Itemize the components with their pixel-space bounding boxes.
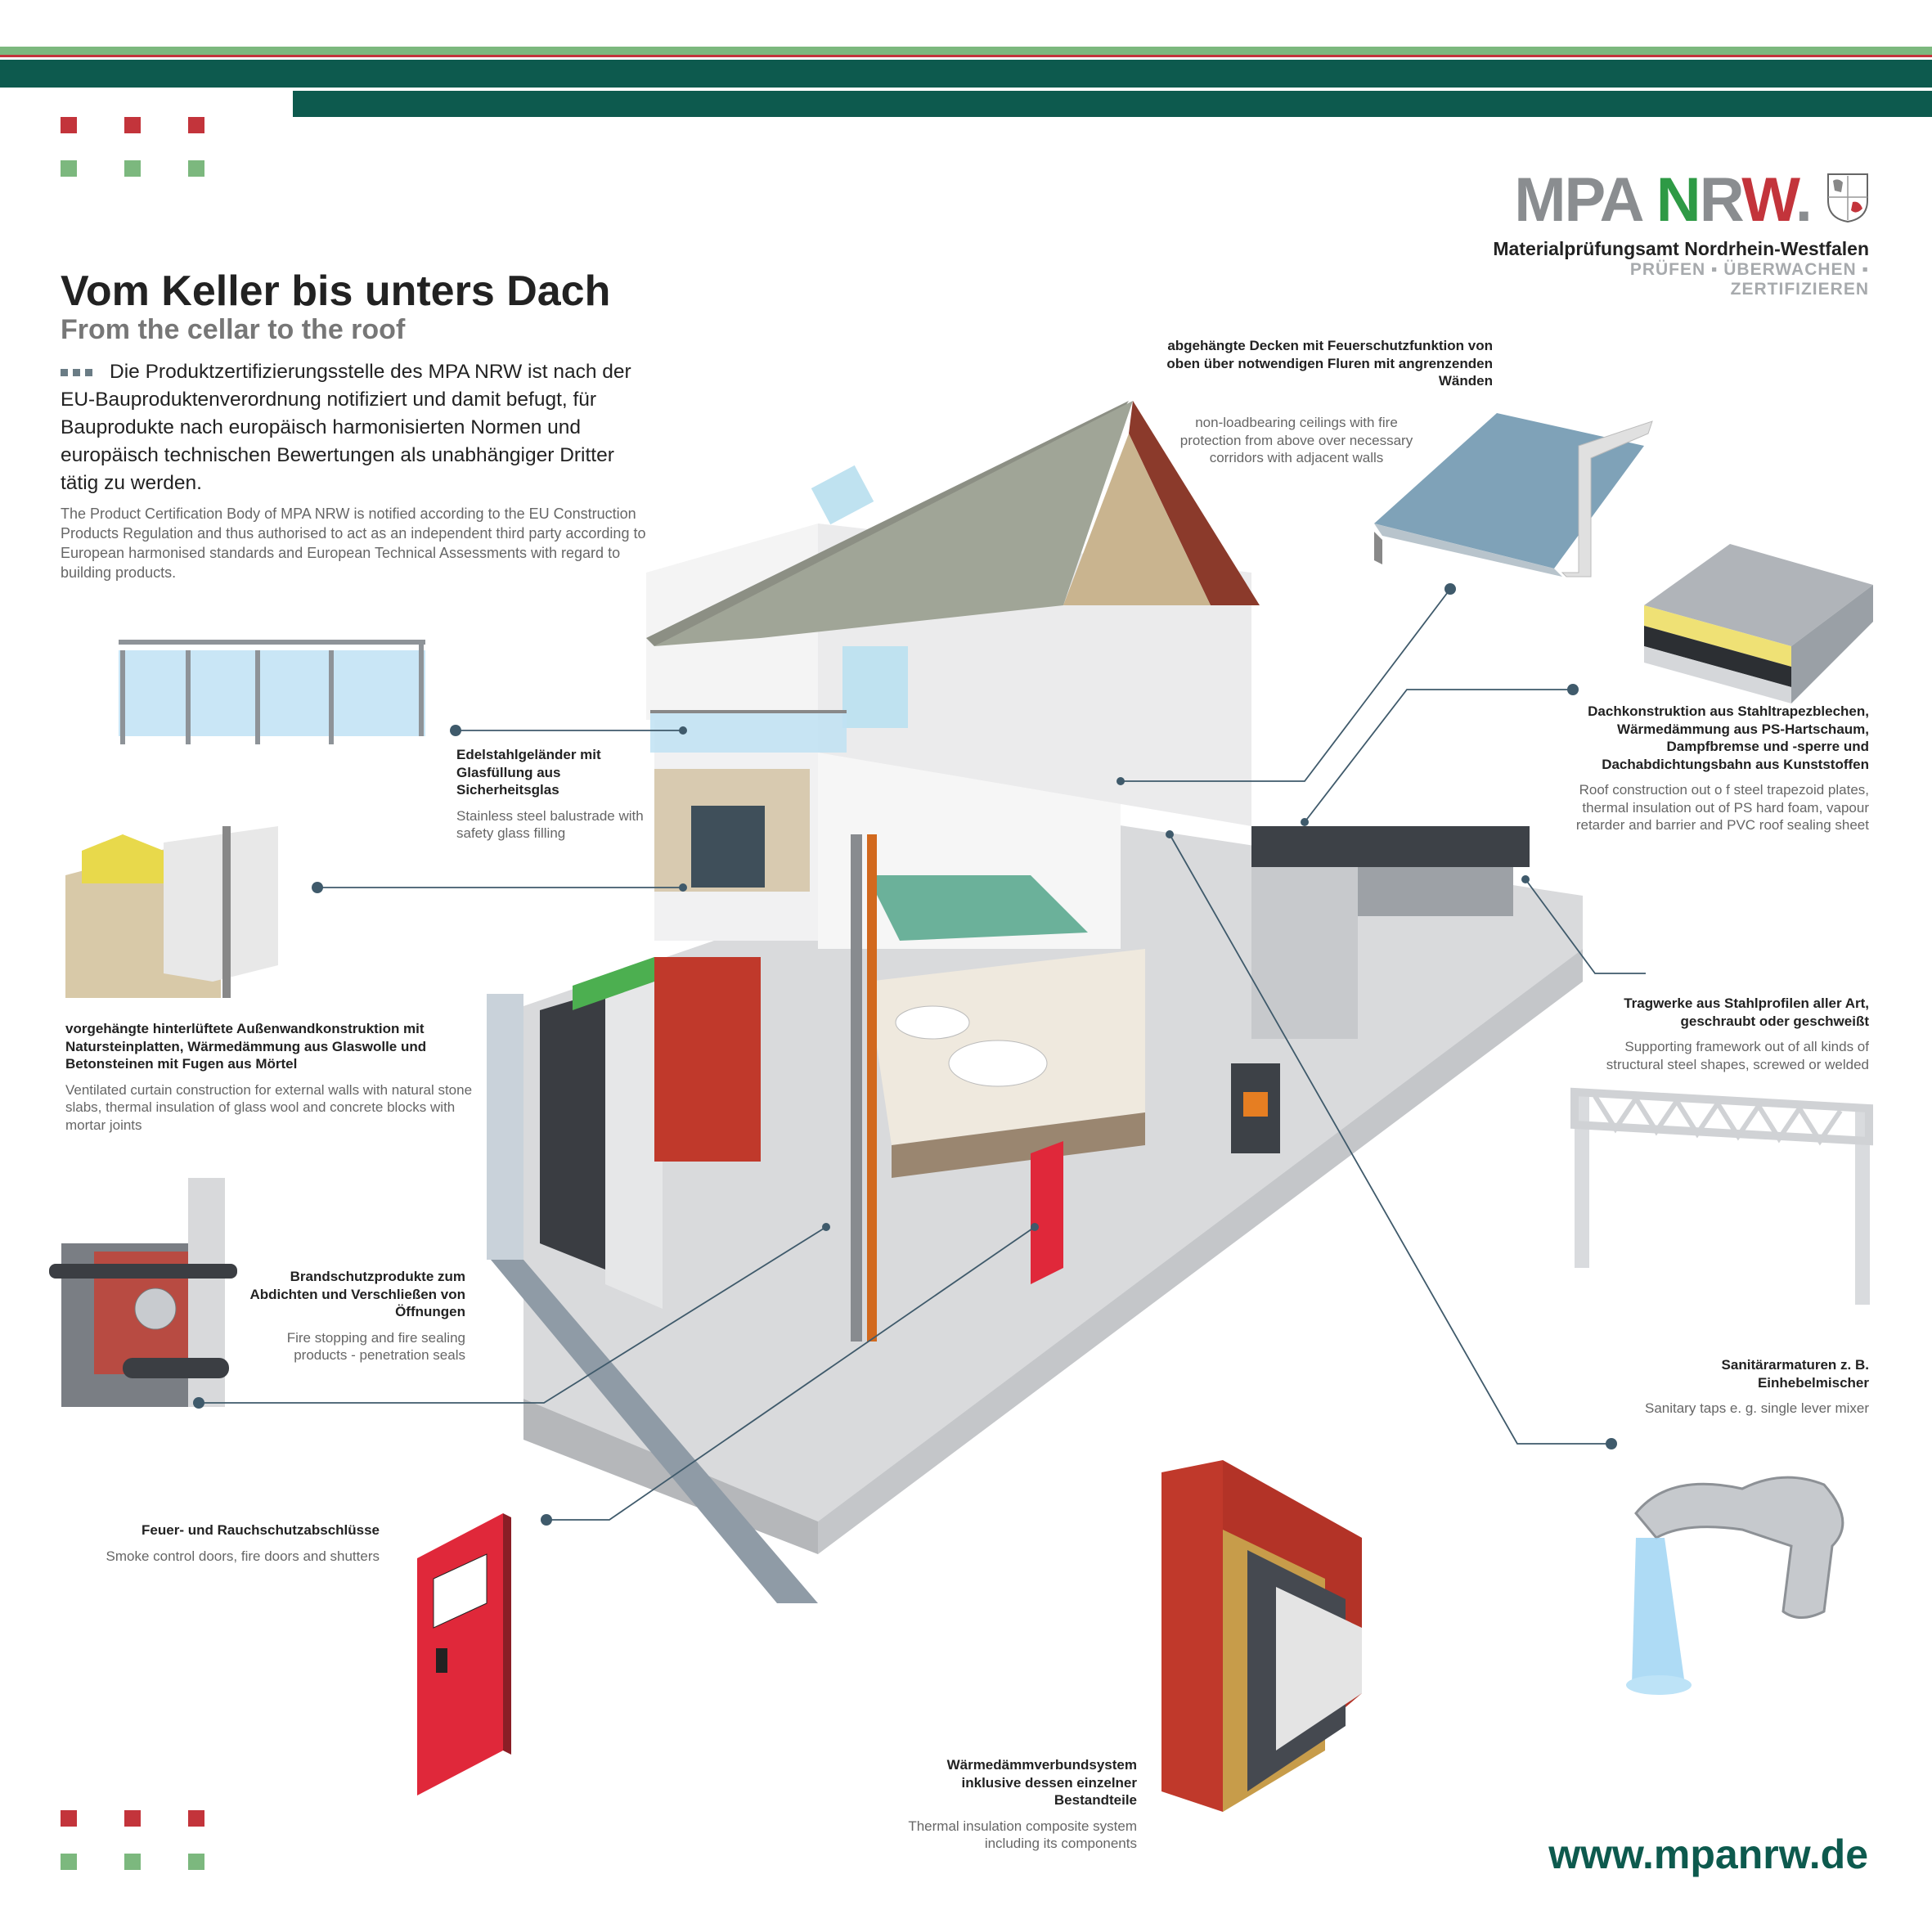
logo-wordmark: MPA NRW. bbox=[1489, 168, 1869, 233]
nrw-coat-of-arms-icon bbox=[1827, 173, 1868, 223]
top-band-green bbox=[0, 47, 1932, 55]
chimney-pipe bbox=[851, 834, 862, 1342]
upper-window bbox=[842, 646, 908, 728]
label-sanitary-de: Sanitärarmaturen z. B. Einhebelmischer bbox=[1721, 1357, 1869, 1391]
basement-fire-door bbox=[1031, 1141, 1063, 1284]
label-balustrade: Edelstahlgeländer mit Glasfüllung aus Si… bbox=[456, 746, 645, 843]
deco-square bbox=[124, 1810, 141, 1827]
mpa-logo: MPA NRW. Materialprüfungsamt Nordrhein-W… bbox=[1489, 168, 1869, 299]
label-steel: Tragwerke aus Stahlprofilen aller Art, g… bbox=[1579, 995, 1869, 1073]
label-etics-de: Wärmedämmverbundsystem inklusive dessen … bbox=[946, 1757, 1137, 1808]
product-fire-door-icon bbox=[417, 1513, 511, 1795]
deco-square bbox=[188, 1810, 204, 1827]
label-roof-de: Dachkonstruktion aus Stahltrapezblechen,… bbox=[1588, 703, 1869, 772]
roof-window bbox=[811, 465, 874, 525]
deco-square bbox=[61, 1810, 77, 1827]
label-doors-en: Smoke control doors, fire doors and shut… bbox=[106, 1548, 380, 1564]
label-ceilings-en-block: non-loadbearing ceilings with fire prote… bbox=[1170, 414, 1423, 467]
product-ceiling-icon bbox=[1374, 413, 1653, 578]
garage-roof bbox=[1251, 826, 1530, 867]
label-doors: Feuer- und Rauchschutzabschlüsse Smoke c… bbox=[90, 1521, 380, 1565]
deco-square bbox=[188, 1854, 204, 1870]
product-balustrade-icon bbox=[119, 640, 425, 744]
logo-tagline: PRÜFEN ▪ ÜBERWACHEN ▪ ZERTIFIZIEREN bbox=[1629, 260, 1869, 299]
drain-pipe bbox=[487, 994, 523, 1260]
product-tap-icon bbox=[1626, 1476, 1844, 1695]
label-facade-de: vorgehängte hinterlüftete Außenwandkonst… bbox=[65, 1021, 427, 1072]
label-ceilings-de: abgehängte Decken mit Feuerschutzfunktio… bbox=[1166, 338, 1493, 389]
leader-lines bbox=[199, 588, 1646, 1521]
deco-square bbox=[124, 160, 141, 177]
label-facade: vorgehängte hinterlüftete Außenwandkonst… bbox=[65, 1020, 491, 1134]
logo-r: R bbox=[1699, 165, 1743, 235]
product-steel-frame-icon bbox=[1570, 1087, 1873, 1305]
deco-square bbox=[124, 1854, 141, 1870]
deco-square bbox=[61, 117, 77, 133]
page-title: Vom Keller bis unters Dach bbox=[61, 267, 611, 315]
top-band-teal-secondary bbox=[293, 91, 1932, 117]
label-doors-de: Feuer- und Rauchschutzabschlüsse bbox=[142, 1522, 380, 1538]
label-steel-de: Tragwerke aus Stahlprofilen aller Art, g… bbox=[1624, 995, 1869, 1029]
deco-square bbox=[61, 160, 77, 177]
brick-wall bbox=[654, 957, 761, 1162]
intro-german-text: Die Produktzertifizierungsstelle des MPA… bbox=[61, 361, 631, 494]
office-floor bbox=[867, 875, 1088, 941]
label-firestop-de: Brandschutzprodukte zum Abdichten und Ve… bbox=[249, 1269, 465, 1319]
logo-dot: . bbox=[1795, 165, 1813, 235]
label-sanitary-en: Sanitary taps e. g. single lever mixer bbox=[1644, 1400, 1869, 1416]
product-firestop-icon bbox=[49, 1178, 237, 1407]
intro-german: Die Produktzertifizierungsstelle des MPA… bbox=[61, 358, 649, 497]
label-firestop: Brandschutzprodukte zum Abdichten und Ve… bbox=[237, 1268, 465, 1364]
deco-square bbox=[61, 1854, 77, 1870]
roof-right bbox=[1129, 401, 1260, 605]
product-etics-icon bbox=[1161, 1460, 1362, 1812]
label-facade-en: Ventilated curtain construction for exte… bbox=[65, 1081, 473, 1133]
house-window bbox=[691, 806, 765, 888]
deco-square bbox=[124, 117, 141, 133]
label-etics: Wärmedämmverbundsystem inklusive dessen … bbox=[900, 1756, 1137, 1853]
logo-w: W bbox=[1741, 165, 1797, 235]
label-etics-en: Thermal insulation composite system incl… bbox=[908, 1818, 1137, 1852]
label-steel-en: Supporting framework out of all kinds of… bbox=[1606, 1039, 1869, 1072]
top-band-red bbox=[0, 55, 1932, 57]
label-ceilings-en: non-loadbearing ceilings with fire prote… bbox=[1179, 415, 1413, 465]
label-roof-en: Roof construction out o f steel trapezoi… bbox=[1575, 782, 1869, 833]
label-balustrade-de: Edelstahlgeländer mit Glasfüllung aus Si… bbox=[456, 747, 601, 798]
deco-square bbox=[188, 160, 204, 177]
label-firestop-en: Fire stopping and fire sealing products … bbox=[286, 1329, 465, 1364]
label-ceilings: abgehängte Decken mit Feuerschutzfunktio… bbox=[1161, 337, 1493, 390]
intro-english: The Product Certification Body of MPA NR… bbox=[61, 506, 646, 581]
product-roof-icon bbox=[1644, 544, 1873, 703]
logo-subtitle: Materialprüfungsamt Nordrhein-Westfalen bbox=[1493, 238, 1869, 259]
bullet-squares-icon bbox=[61, 358, 110, 386]
roof-left bbox=[646, 401, 1129, 646]
page-subtitle: From the cellar to the roof bbox=[61, 314, 406, 345]
logo-mpa: MPA bbox=[1514, 165, 1656, 235]
leader-dots bbox=[193, 583, 1617, 1526]
label-sanitary: Sanitärarmaturen z. B. Einhebelmischer S… bbox=[1636, 1356, 1869, 1418]
website-url[interactable]: www.mpanrw.de bbox=[1548, 1831, 1868, 1877]
product-facade-icon bbox=[65, 826, 278, 998]
deco-square bbox=[188, 117, 204, 133]
basement-dark-wall bbox=[540, 986, 622, 1276]
logo-n: N bbox=[1656, 165, 1701, 235]
label-balustrade-en: Stainless steel balustrade with safety g… bbox=[456, 807, 644, 842]
green-roof bbox=[573, 957, 654, 1010]
label-roof: Dachkonstruktion aus Stahltrapezblechen,… bbox=[1538, 703, 1869, 834]
top-band-teal bbox=[0, 60, 1932, 88]
